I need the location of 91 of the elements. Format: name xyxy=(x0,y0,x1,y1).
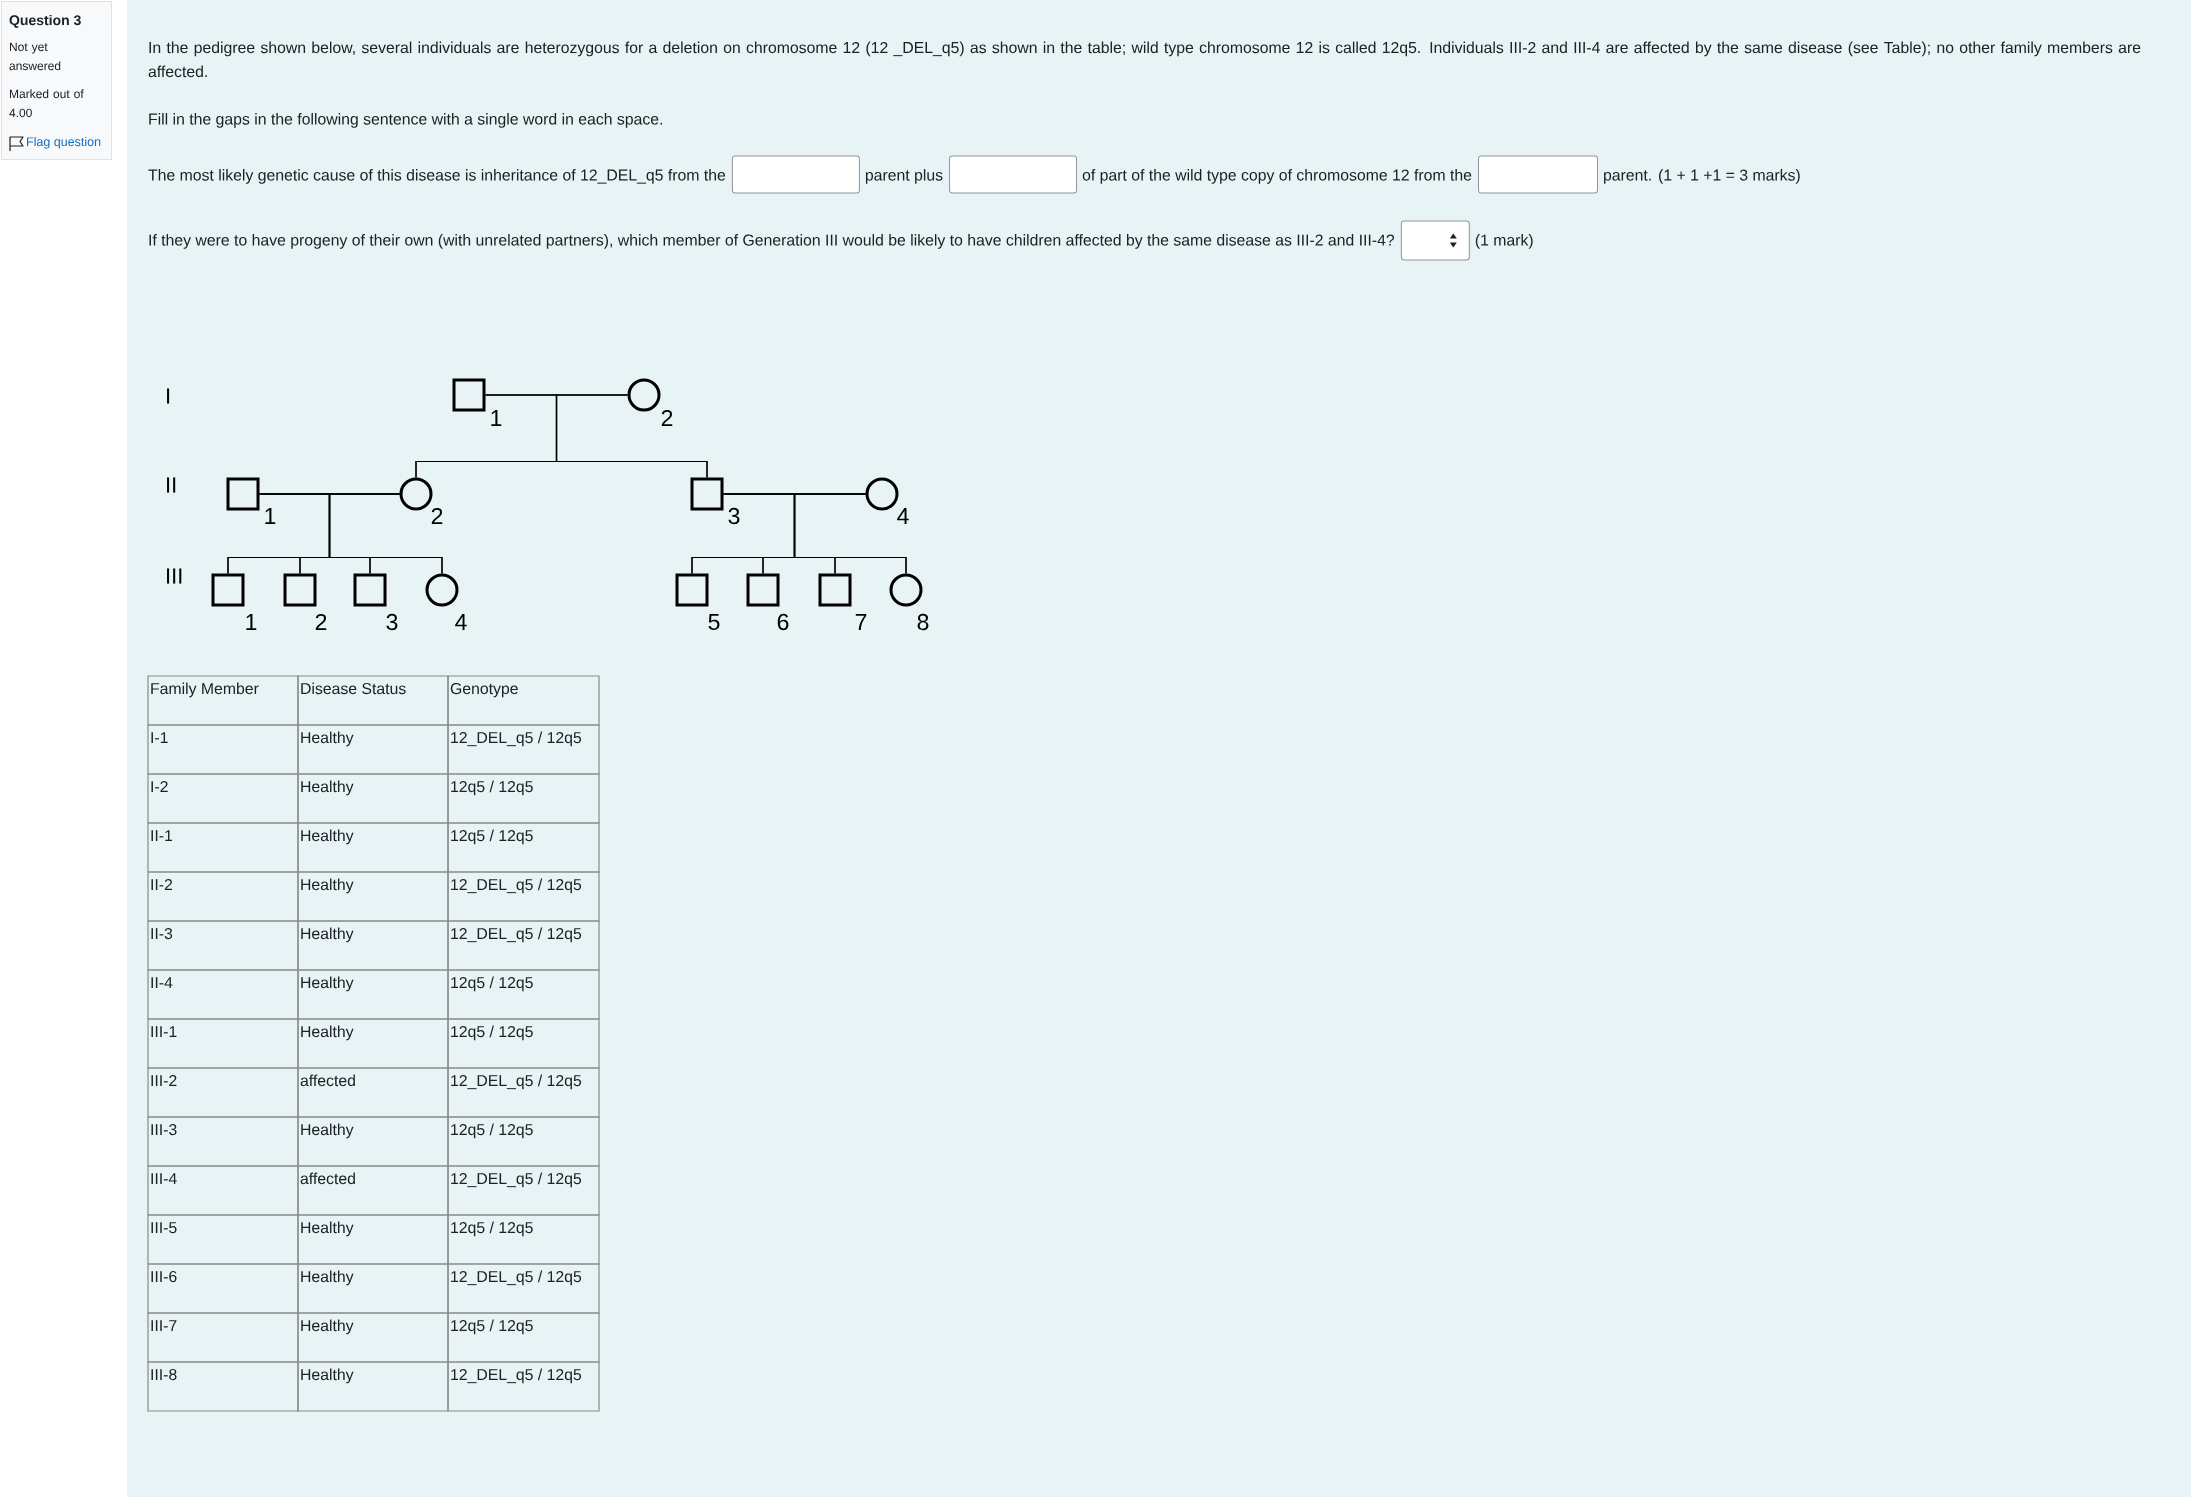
table-cell: III-3 xyxy=(147,1116,299,1167)
table-cell: Healthy xyxy=(297,1214,449,1265)
individual-number: 1 xyxy=(491,410,502,426)
table-cell: Healthy xyxy=(297,920,449,971)
table-cell: II-1 xyxy=(147,822,299,873)
table-cell: Healthy xyxy=(297,1116,449,1167)
table-cell: 12_DEL_q5 / 12q5 xyxy=(447,1165,600,1216)
pedigree-square xyxy=(353,573,387,607)
sentence-text: parent plus xyxy=(865,169,943,184)
table-cell: 12_DEL_q5 / 12q5 xyxy=(447,1361,600,1412)
individual-number: 1 xyxy=(246,614,257,630)
table-cell: III-8 xyxy=(147,1361,299,1412)
individual-number: 4 xyxy=(455,614,467,630)
sentence-text: The most likely genetic cause of this disease is inheritance of 12_DEL_q5 from the xyxy=(148,169,726,184)
generation-label: I xyxy=(167,388,170,404)
table-cell: Healthy xyxy=(297,1018,449,1069)
individual-number: 2 xyxy=(661,410,673,427)
table-cell: 12q5 / 12q5 xyxy=(447,773,600,824)
pedigree-circle xyxy=(889,573,923,607)
table-cell: 12q5 / 12q5 xyxy=(447,1312,600,1363)
pedigree-square xyxy=(690,477,724,511)
table-cell: III-2 xyxy=(147,1067,299,1118)
pedigree-square xyxy=(452,378,486,412)
table-cell: I-2 xyxy=(147,773,299,824)
pedigree-circle xyxy=(425,573,459,607)
question-text: In the pedigree shown below, several individuals are heterozygous for a deletion on chromosome 12 (12 _DEL_q5) as shown in the table; wild type chromosome 12 is called 12q5. Individuals III-2 and III-4 are affected by the same disease (see Table); no other family members are affected. xyxy=(148,41,2141,78)
question-text: If they were to have progeny of their own (with unrelated partners), which member of Generation III would be likely to have children affected by the same disease as III-2 and III-4? xyxy=(149,234,1395,249)
individual-number: 2 xyxy=(431,508,443,525)
pedigree-circle xyxy=(399,477,433,511)
table-cell: Healthy xyxy=(297,822,449,873)
individual-number: 3 xyxy=(386,613,398,631)
table-cell: 12_DEL_q5 / 12q5 xyxy=(447,871,600,922)
table-cell: I-1 xyxy=(147,724,299,775)
pedigree-square xyxy=(818,573,852,607)
sentence-text: of part of the wild type copy of chromosome 12 from the xyxy=(1082,169,1472,184)
table-cell: II-3 xyxy=(147,920,299,971)
table-cell: II-4 xyxy=(147,969,299,1020)
individual-number: 4 xyxy=(897,508,909,524)
pedigree-square xyxy=(746,573,780,607)
table-cell: III-5 xyxy=(147,1214,299,1265)
table-cell: Healthy xyxy=(297,1312,449,1363)
table-cell: 12q5 / 12q5 xyxy=(447,969,600,1020)
table-header-cell: Genotype xyxy=(447,675,600,726)
pedigree-square xyxy=(226,477,260,511)
table-cell: affected xyxy=(297,1067,449,1118)
table-cell: affected xyxy=(297,1165,449,1216)
sentence-text: parent. (1 + 1 +1 = 3 marks) xyxy=(1604,169,1800,184)
descent-line xyxy=(793,493,907,575)
table-cell: III-1 xyxy=(147,1018,299,1069)
pedigree-circle xyxy=(865,477,899,511)
table-cell: III-4 xyxy=(147,1165,299,1216)
table-header-cell: Family Member xyxy=(147,675,299,726)
generation-label: III xyxy=(167,568,182,584)
table-cell: III-7 xyxy=(147,1312,299,1363)
instruction-text: Fill in the gaps in the following sentence with a single word in each space. xyxy=(149,113,662,128)
table-cell: Healthy xyxy=(297,724,449,775)
marks-text: Marked out of 4.00 xyxy=(9,89,84,118)
table-header-cell: Disease Status xyxy=(297,675,449,726)
table-cell: II-2 xyxy=(147,871,299,922)
table-cell: Healthy xyxy=(297,1361,449,1412)
individual-number: 7 xyxy=(855,614,867,630)
table-cell: 12q5 / 12q5 xyxy=(447,822,600,873)
flag-link: Flag question xyxy=(27,136,101,149)
table-cell: 12q5 / 12q5 xyxy=(447,1116,600,1167)
pedigree-circle xyxy=(627,378,661,412)
individual-number: 1 xyxy=(265,508,276,524)
table-cell: Healthy xyxy=(297,871,449,922)
table-cell: Healthy xyxy=(297,773,449,824)
table-cell: 12_DEL_q5 / 12q5 xyxy=(447,920,600,971)
descent-line xyxy=(555,394,708,479)
table-cell: 12_DEL_q5 / 12q5 xyxy=(447,1067,600,1118)
individual-number: 6 xyxy=(777,613,789,631)
status-text: Not yet answered xyxy=(9,42,61,71)
table-cell: Healthy xyxy=(297,969,449,1020)
pedigree-square xyxy=(211,573,245,607)
individual-number: 3 xyxy=(728,507,740,525)
table-cell: 12q5 / 12q5 xyxy=(447,1018,600,1069)
descent-line xyxy=(328,493,443,575)
pedigree-square xyxy=(675,573,709,607)
heading: Question 3 xyxy=(9,14,81,28)
individual-number: 5 xyxy=(708,614,720,631)
table-cell: Healthy xyxy=(297,1263,449,1314)
generation-label: II xyxy=(167,477,176,493)
marks-text: (1 mark) xyxy=(1475,234,1533,249)
table-cell: 12_DEL_q5 / 12q5 xyxy=(447,724,600,775)
table-cell: III-6 xyxy=(147,1263,299,1314)
table-cell: 12_DEL_q5 / 12q5 xyxy=(447,1263,600,1314)
table-cell: 12q5 / 12q5 xyxy=(447,1214,600,1265)
individual-number: 2 xyxy=(315,614,327,631)
individual-number: 8 xyxy=(917,613,929,631)
pedigree-square xyxy=(283,573,317,607)
